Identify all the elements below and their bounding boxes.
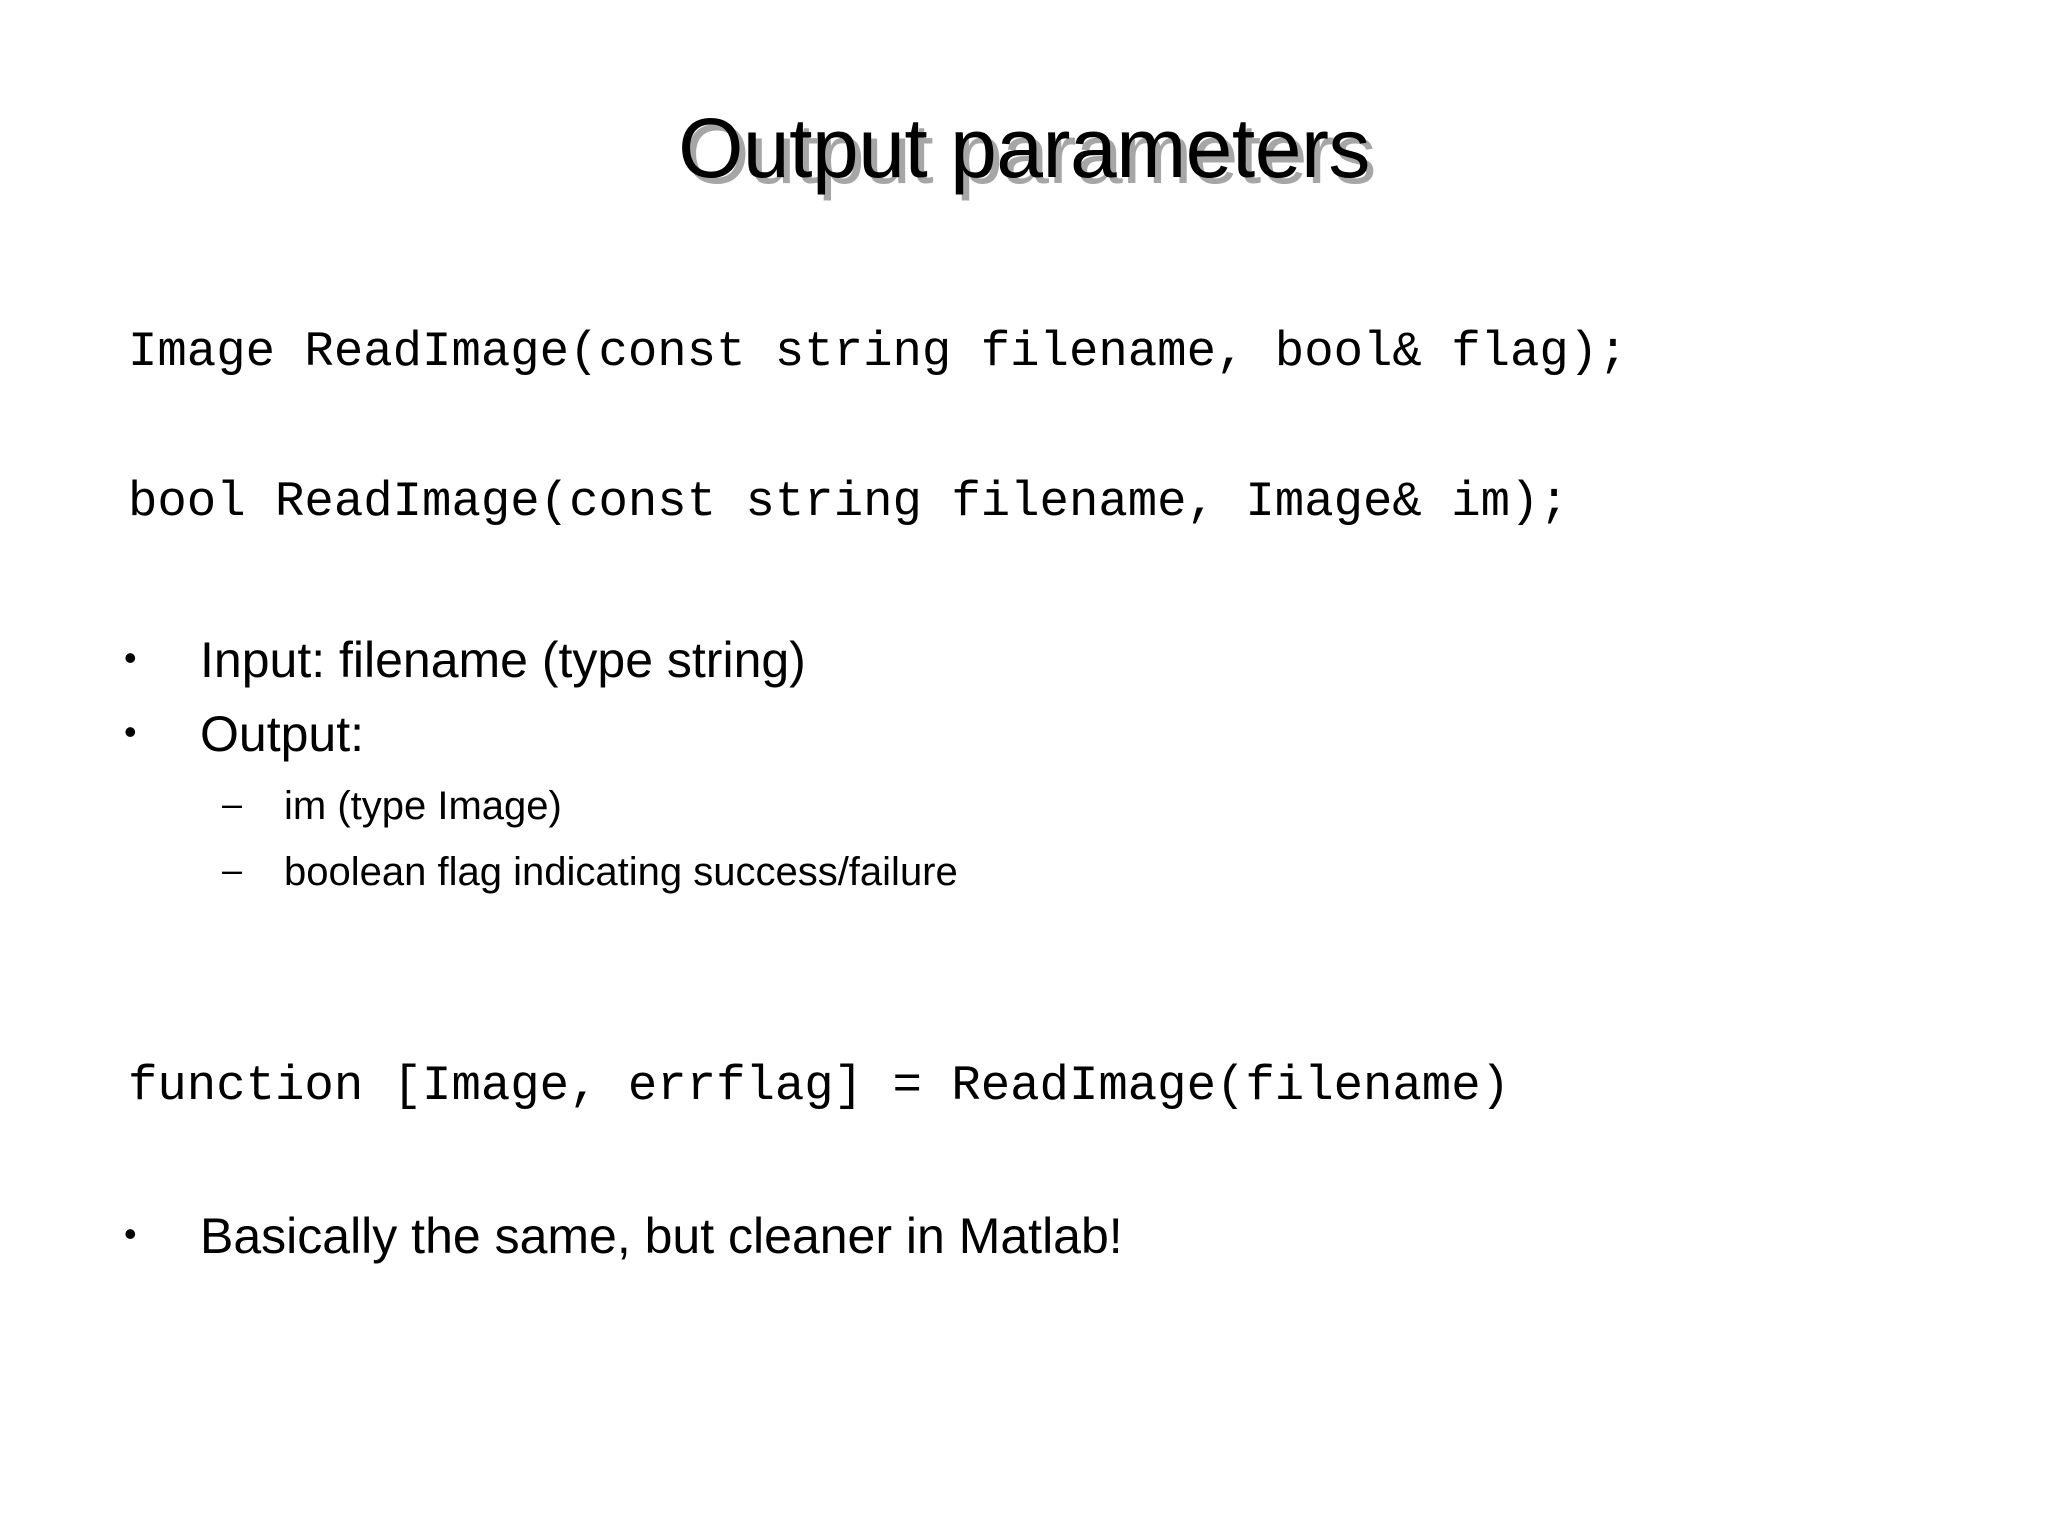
list-item: • Output: (118, 706, 364, 762)
list-item: • Input: filename (type string) (118, 632, 806, 688)
list-item-label: Output: (200, 706, 364, 762)
bullet-dash-icon: – (222, 783, 243, 824)
sub-list-item-label: boolean flag indicating success/failure (284, 850, 958, 894)
bullet-dot-icon: • (124, 637, 137, 678)
code-line-matlab-signature: function [Image, errflag] = ReadImage(fi… (128, 1058, 1511, 1114)
sub-list-item: – im (type Image) (222, 783, 562, 829)
bullet-dash-icon: – (222, 849, 243, 890)
sub-list-item: – boolean flag indicating success/failur… (222, 849, 958, 895)
code-line-cpp-signature-2: bool ReadImage(const string filename, Im… (128, 474, 1569, 530)
code-line-cpp-signature-1: Image ReadImage(const string filename, b… (128, 324, 1628, 380)
bullet-dot-icon: • (124, 711, 137, 752)
list-item-label: Basically the same, but cleaner in Matla… (200, 1208, 1123, 1264)
page-title: Output parameters (678, 101, 1370, 195)
sub-list-item-label: im (type Image) (284, 784, 562, 828)
bullet-dot-icon: • (124, 1213, 137, 1254)
list-item: • Basically the same, but cleaner in Mat… (118, 1208, 1123, 1264)
list-item-label: Input: filename (type string) (200, 632, 806, 688)
